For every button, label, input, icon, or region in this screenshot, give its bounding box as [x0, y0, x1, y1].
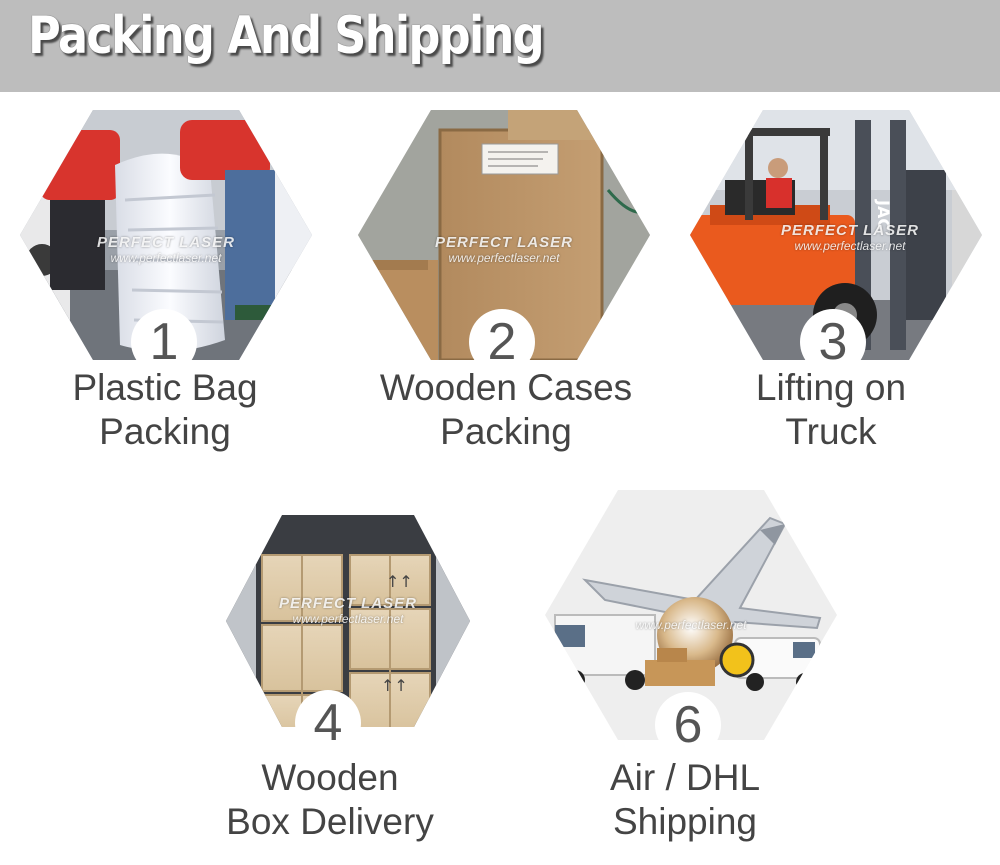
step-number-3: 3 — [800, 309, 866, 375]
step-caption-6-line2: Shipping — [612, 801, 757, 842]
step-caption-1: Plastic Bag Packing — [30, 366, 300, 454]
step-caption-3-line1: Lifting on — [755, 367, 907, 408]
watermark: www.perfectlaser.net — [635, 618, 747, 632]
step-caption-2-line1: Wooden Cases — [379, 367, 633, 408]
step-number-4: 4 — [295, 690, 361, 756]
watermark: PERFECT LASER www.perfectlaser.net — [278, 595, 417, 626]
step-caption-6-line1: Air / DHL — [609, 757, 761, 798]
step-number-6: 6 — [655, 692, 721, 758]
step-caption-1-line2: Packing — [99, 411, 231, 452]
step-caption-1-line1: Plastic Bag — [72, 367, 258, 408]
page-title: Packing And Shipping — [28, 6, 545, 66]
svg-text:↑↑: ↑↑ — [386, 572, 413, 591]
forklift-brand-label: JAC — [874, 199, 893, 230]
step-caption-2: Wooden Cases Packing — [360, 366, 652, 454]
step-caption-3-line2: Truck — [785, 411, 877, 452]
header-banner: Packing And Shipping — [0, 0, 1000, 92]
step-caption-4-line1: Wooden — [261, 757, 399, 798]
step-caption-2-line2: Packing — [440, 411, 572, 452]
step-caption-4-line2: Box Delivery — [226, 801, 434, 842]
watermark: PERFECT LASER www.perfectlaser.net — [780, 222, 919, 253]
photo-plastic-bag-packing — [20, 110, 312, 360]
step-plastic-bag-packing: PERFECT LASER www.perfectlaser.net — [20, 110, 312, 360]
step-number-2: 2 — [469, 309, 535, 375]
step-wooden-box-delivery: ↑↑ ↑↑ PERFECT LASER www.perfectlaser.net — [226, 515, 470, 727]
step-caption-4: Wooden Box Delivery — [190, 756, 470, 844]
step-caption-3: Lifting on Truck — [700, 366, 962, 454]
step-number-1: 1 — [131, 309, 197, 375]
watermark: PERFECT LASER www.perfectlaser.net — [96, 234, 235, 265]
photo-container-wooden-boxes: ↑↑ ↑↑ — [226, 515, 470, 727]
watermark: PERFECT LASER www.perfectlaser.net — [434, 234, 573, 265]
svg-text:↑↑: ↑↑ — [381, 676, 408, 695]
step-caption-6: Air / DHL Shipping — [545, 756, 825, 844]
